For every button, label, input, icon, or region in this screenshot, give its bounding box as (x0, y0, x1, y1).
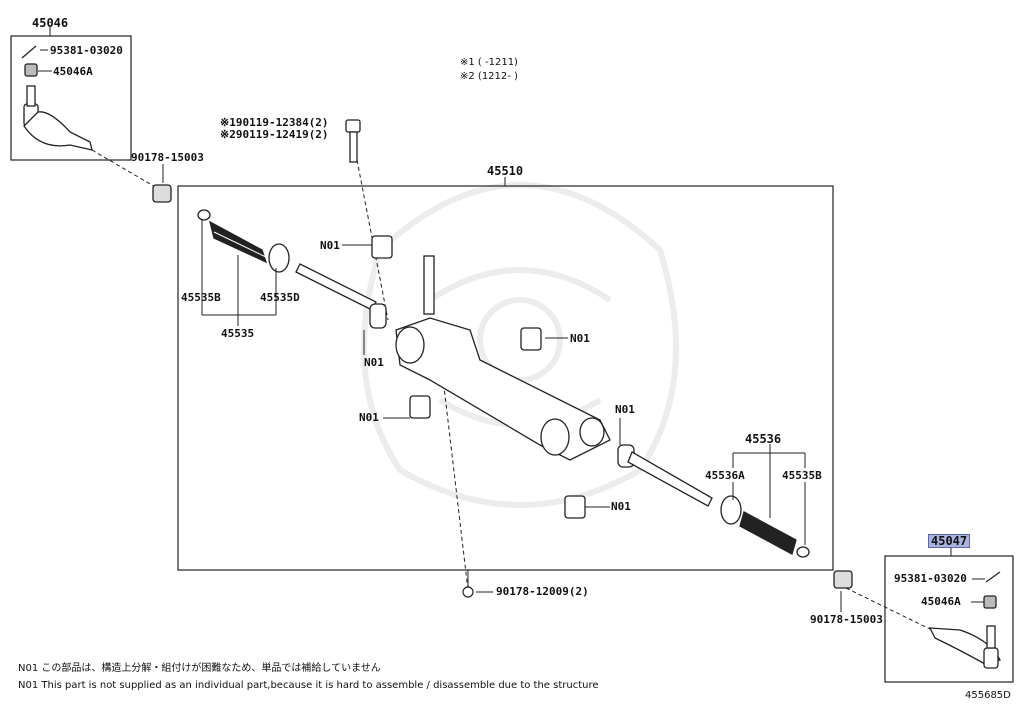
box-45047 (884, 555, 1014, 683)
box-45046 (10, 35, 132, 161)
label-lock-nut-left: 90178-15003 (131, 151, 204, 164)
label-lock-nut-right: 90178-15003 (810, 613, 883, 626)
lock-nut-right-shape (833, 570, 853, 589)
label-45536: 45536 (745, 432, 782, 446)
dashed-alignment-lines (91, 149, 937, 633)
steering-gear-housing (395, 255, 611, 461)
label-cotter-pin-left: 95381-03020 (50, 44, 123, 57)
tie-rod-end-left (21, 45, 93, 151)
boot-left (197, 209, 290, 273)
label-bolt-2: ※290119-12419(2) (220, 128, 329, 141)
label-n01-b: N01 (364, 356, 384, 369)
label-nut-right: 45046A (921, 595, 961, 608)
label-45047[interactable]: 45047 (927, 534, 971, 548)
tie-rod-right (617, 444, 713, 507)
label-45535d: 45535D (260, 291, 300, 304)
label-45536a: 45536A (705, 469, 745, 482)
bolt-shape (345, 119, 361, 163)
label-n01-a: N01 (320, 239, 340, 252)
label-45510: 45510 (487, 164, 524, 178)
legend-line-1: ※1 ( -1211) (460, 57, 518, 68)
label-45535: 45535 (221, 327, 255, 340)
bushings (371, 235, 586, 519)
label-n01-d: N01 (359, 411, 379, 424)
legend-line-2: ※2 (1212- ) (460, 71, 518, 82)
note-english: N01 This part is not supplied as an indi… (18, 680, 599, 691)
label-n01-e: N01 (615, 403, 635, 416)
label-nut-left: 45046A (53, 65, 93, 78)
label-45535b-left: 45535B (181, 291, 221, 304)
boot-right (720, 495, 810, 558)
lock-nut-left-shape (152, 184, 172, 203)
label-45046: 45046 (32, 16, 69, 30)
note-japanese: N01 この部品は、構造上分解・組付けが困難なため、単品では補給していません (18, 663, 381, 674)
label-n01-c: N01 (570, 332, 590, 345)
tie-rod-left (295, 263, 387, 329)
label-bolt-1: ※190119-12384(2) (220, 116, 329, 129)
tie-rod-end-right (928, 571, 1001, 669)
label-cotter-pin-right: 95381-03020 (894, 572, 967, 585)
label-45535b-right: 45535B (782, 469, 822, 482)
leader-lines (38, 27, 990, 612)
mount-nut-shape (462, 586, 474, 598)
figure-id: 455685D (965, 690, 1011, 701)
label-mount-nut: 90178-12009(2) (496, 585, 589, 598)
label-n01-f: N01 (611, 500, 631, 513)
